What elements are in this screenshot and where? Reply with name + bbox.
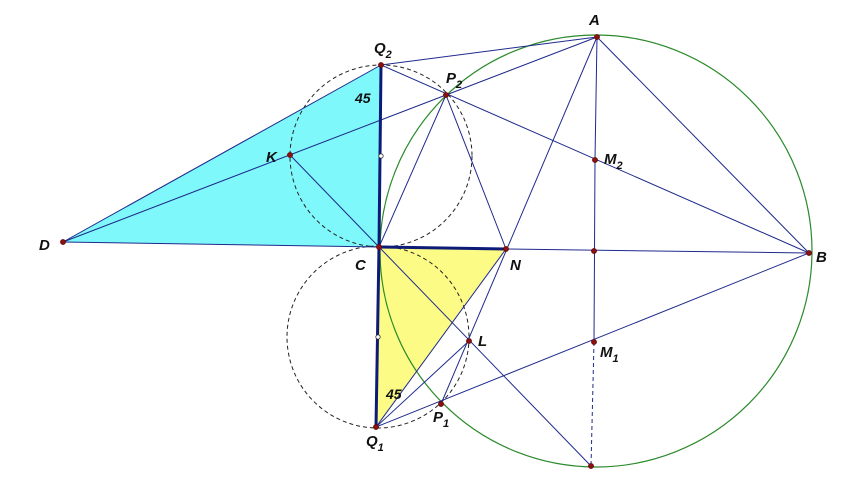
segment-C-bottom	[378, 246, 592, 467]
segment-N-Q1	[375, 248, 507, 428]
label-M2: M2	[604, 151, 623, 172]
point-C	[376, 244, 382, 250]
label-P1: P1	[433, 409, 449, 430]
point-P1	[438, 401, 444, 407]
segment-A-P1	[440, 36, 598, 405]
segment-D-P2	[62, 94, 447, 243]
point-M1	[591, 339, 597, 345]
point-P2	[443, 92, 449, 98]
label-B: B	[816, 249, 827, 266]
label-C: C	[355, 257, 367, 274]
label-N: N	[510, 257, 522, 274]
thick-segment-C-N	[377, 245, 508, 251]
circle-centers	[375, 153, 384, 340]
center-upper-circle	[378, 153, 384, 159]
point-Q1	[373, 424, 379, 430]
segment-A-M2	[594, 36, 598, 161]
point-AB-foot	[591, 248, 597, 254]
point-B	[806, 250, 812, 256]
segment-C-P2	[378, 94, 447, 248]
angle-label-bottom: 45	[385, 386, 402, 402]
point-L	[466, 338, 472, 344]
points-layer	[60, 34, 812, 469]
point-M2	[592, 157, 598, 163]
segment-P2-A	[445, 36, 598, 96]
point-A	[594, 34, 600, 40]
label-D: D	[39, 237, 50, 254]
point-D	[60, 239, 66, 245]
segment-D-Q2	[62, 64, 382, 243]
segment-N-B	[505, 248, 810, 254]
segment-Q2-A	[380, 36, 598, 66]
labels-layer: A B C D K L N Q2 Q1 P2 P1 M2 M1 45 45	[39, 12, 827, 454]
point-K	[287, 152, 293, 158]
segment-K-C	[289, 154, 380, 248]
label-Q1: Q1	[366, 433, 384, 454]
label-Q2: Q2	[374, 40, 392, 61]
label-A: A	[588, 12, 600, 29]
label-L: L	[478, 333, 487, 350]
point-Q2	[378, 62, 384, 68]
cyan-triangle-D-C-Q2	[63, 65, 381, 247]
label-M1: M1	[600, 344, 619, 365]
angle-label-top: 45	[354, 90, 371, 106]
dashed-segment-M1-bottom	[590, 341, 595, 467]
segment-Q1-L	[375, 340, 470, 428]
segment-A-B	[596, 36, 810, 254]
center-lower-circle	[375, 334, 381, 340]
label-K: K	[266, 149, 278, 166]
segment-D-C	[62, 241, 380, 248]
point-bottom-arc	[588, 463, 594, 469]
segment-P2-N	[445, 94, 507, 250]
point-N	[503, 246, 509, 252]
label-P2: P2	[446, 70, 462, 91]
